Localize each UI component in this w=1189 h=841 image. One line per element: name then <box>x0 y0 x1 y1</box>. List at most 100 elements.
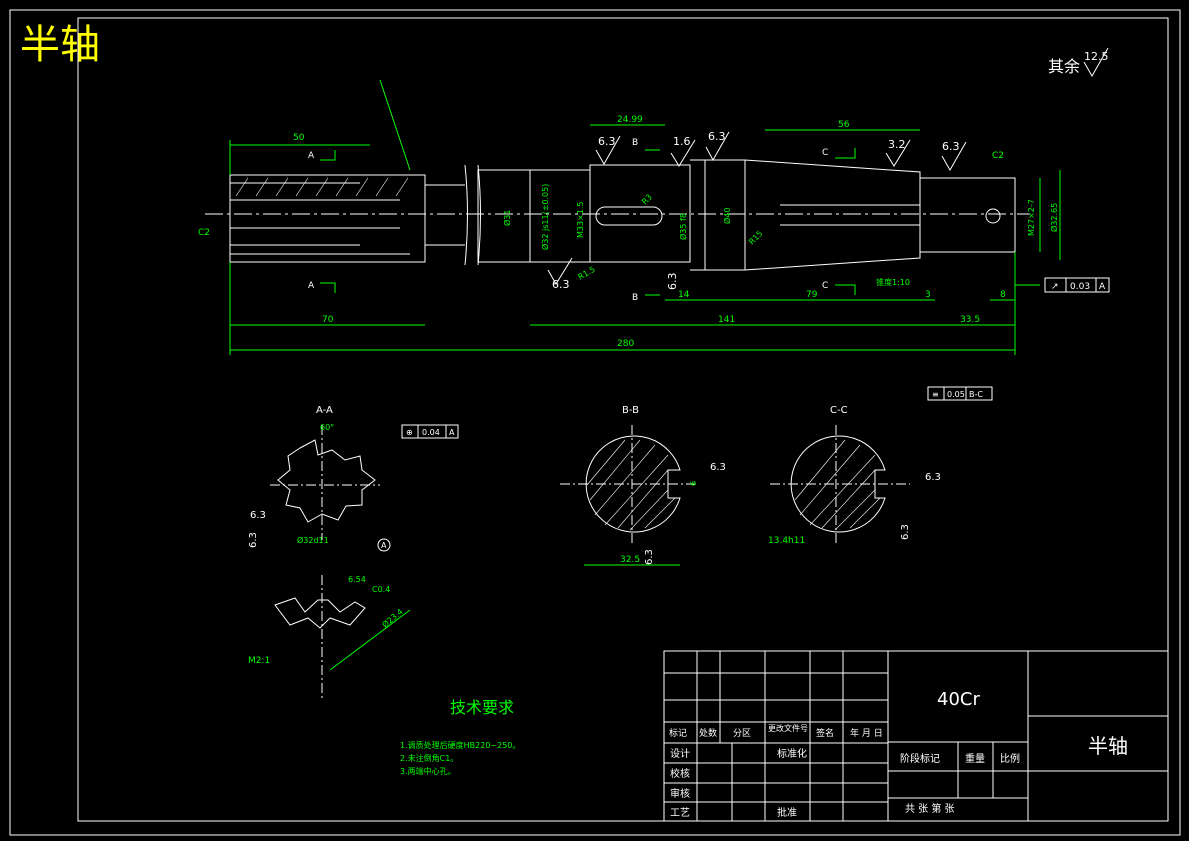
cross-hole <box>985 208 1001 224</box>
title-block-grid <box>664 651 888 821</box>
tol-value: 0.03 <box>1070 282 1090 292</box>
end-section <box>919 177 1016 253</box>
radius-3: R3 <box>640 193 654 207</box>
rough-63a: 6.3 <box>598 135 616 148</box>
dim-14: 14 <box>678 290 690 300</box>
section-c-bottom: C <box>822 281 828 291</box>
aa-rough1: 6.3 <box>250 510 266 521</box>
weight-label: 重量 <box>965 752 985 765</box>
section-a-top: A <box>308 151 315 161</box>
tech-req-item-3: 3.两端中心孔。 <box>400 766 456 776</box>
drawing-title: 半轴 <box>20 22 100 68</box>
bb-profile <box>585 435 681 533</box>
hdr-zone: 分区 <box>733 728 751 739</box>
bb-rough1: 6.3 <box>710 462 726 473</box>
dim-33-5: 33.5 <box>960 315 980 325</box>
tech-requirements: 技术要求 1.调质处理后硬度HB220~250。 2.未注倒角C1。 3.两端中… <box>400 698 520 776</box>
part-name: 半轴 <box>1088 734 1128 758</box>
section-bb-label: B-B <box>622 405 639 416</box>
row-check: 校核 <box>670 767 690 780</box>
cc-tol-value: 0.05 <box>947 390 965 399</box>
dim-141: 141 <box>718 315 735 325</box>
detail-chamfer: C0.4 <box>372 585 390 594</box>
cc-rough1: 6.3 <box>925 472 941 483</box>
rough-63c: 6.3 <box>942 140 960 153</box>
roughness-symbols-icon <box>547 131 967 285</box>
dia-32: Ø32 js11(±0.05) <box>540 184 550 250</box>
tech-req-heading: 技术要求 <box>450 698 514 717</box>
sheet-label: 共 张 第 张 <box>905 802 955 815</box>
dim-3: 3 <box>925 290 931 300</box>
rough-63d: 6.3 <box>552 278 570 291</box>
detail-scale: M2:1 <box>248 656 270 666</box>
keyway-slot <box>595 206 663 226</box>
rough-32: 3.2 <box>888 138 906 151</box>
rough-63b: 6.3 <box>708 130 726 143</box>
dia-31: Ø31 <box>502 210 512 226</box>
break-lines <box>464 164 481 266</box>
dim-56: 56 <box>838 120 850 130</box>
dim-280: 280 <box>617 339 634 349</box>
spline-section <box>229 174 426 263</box>
outer-border <box>9 9 1181 836</box>
hdr-date: 年 月 日 <box>850 727 883 739</box>
aa-rough2: 6.3 <box>248 532 259 548</box>
radius-1-5: R1.5 <box>577 265 597 282</box>
tech-req-item-1: 1.调质处理后硬度HB220~250。 <box>400 740 520 750</box>
section-aa: A-A 60° Ø32d11 ⊕ 0.04 A A 6.3 6.3 <box>248 405 459 552</box>
section-bb: B-B 32.5 6 6.3 6.3 <box>560 405 726 566</box>
hdr-count: 处数 <box>699 727 717 739</box>
detail-view: 6.54 C0.4 Ø23.4 M2:1 <box>248 575 411 700</box>
datum-a-circle <box>377 538 391 552</box>
tapered-section <box>744 159 921 271</box>
inner-border <box>77 17 1169 822</box>
section-b-top: B <box>632 138 638 148</box>
section-cc-label: C-C <box>830 405 848 416</box>
tolerance-frame <box>1044 277 1110 293</box>
thread-m33: M33×1.5 <box>576 201 585 238</box>
spline-profile <box>277 439 376 523</box>
title-block: 标记 处数 分区 更改文件号 签名 年 月 日 设计 校核 审核 工艺 标准化 … <box>663 650 1169 822</box>
material: 40Cr <box>937 689 980 710</box>
dia-40: Ø40 <box>722 208 732 224</box>
svg-text:≡: ≡ <box>932 390 939 399</box>
cc-hatch <box>794 439 881 531</box>
dim-50: 50 <box>293 133 305 143</box>
cc-profile <box>790 435 886 533</box>
surface-note-value: 12.5 <box>1084 50 1109 63</box>
cc-dim: 13.4h11 <box>768 536 805 546</box>
bb-width: 32.5 <box>620 555 640 565</box>
section-b-bottom: B <box>632 293 638 303</box>
radius-15: R15 <box>747 229 765 247</box>
aa-tol-frame <box>401 424 459 439</box>
spline-grooves <box>230 182 410 255</box>
hdr-change-doc: 更改文件号 <box>768 723 808 733</box>
standardize-label: 标准化 <box>777 747 807 760</box>
taper-label: 锥度1:10 <box>876 277 910 287</box>
approve-label: 批准 <box>777 806 797 819</box>
detail-profile <box>274 597 366 629</box>
detail-dim-23-4: Ø23.4 <box>380 606 405 629</box>
bb-key: 6 <box>689 481 698 486</box>
svg-text:⊕: ⊕ <box>406 428 413 437</box>
dia-32-65: Ø32.65 <box>1049 203 1059 232</box>
main-view: 50 70 280 141 33.5 24.99 56 79 14 3 8 6.… <box>198 79 1110 355</box>
row-process: 工艺 <box>670 807 690 819</box>
tol-symbol: ↗ <box>1051 282 1059 292</box>
keyway-section <box>589 164 691 263</box>
cc-rough2: 6.3 <box>900 524 911 540</box>
row-design: 设计 <box>670 747 690 760</box>
dim-8: 8 <box>1000 290 1006 300</box>
detail-dim-6-54: 6.54 <box>348 575 366 584</box>
tol-datum: A <box>1099 282 1106 292</box>
stage-label: 阶段标记 <box>900 752 940 765</box>
bb-hatch <box>586 439 676 531</box>
chamfer-c2-right: C2 <box>992 151 1004 161</box>
cc-tol-datum: B-C <box>969 390 983 399</box>
section-arrows <box>320 148 856 296</box>
dim-24-99: 24.99 <box>617 115 643 125</box>
section-cc: C-C 13.4h11 ≡ 0.05 B-C 6.3 6.3 <box>768 386 993 546</box>
chamfer-c2-left: C2 <box>198 228 210 238</box>
dim-70: 70 <box>322 315 334 325</box>
